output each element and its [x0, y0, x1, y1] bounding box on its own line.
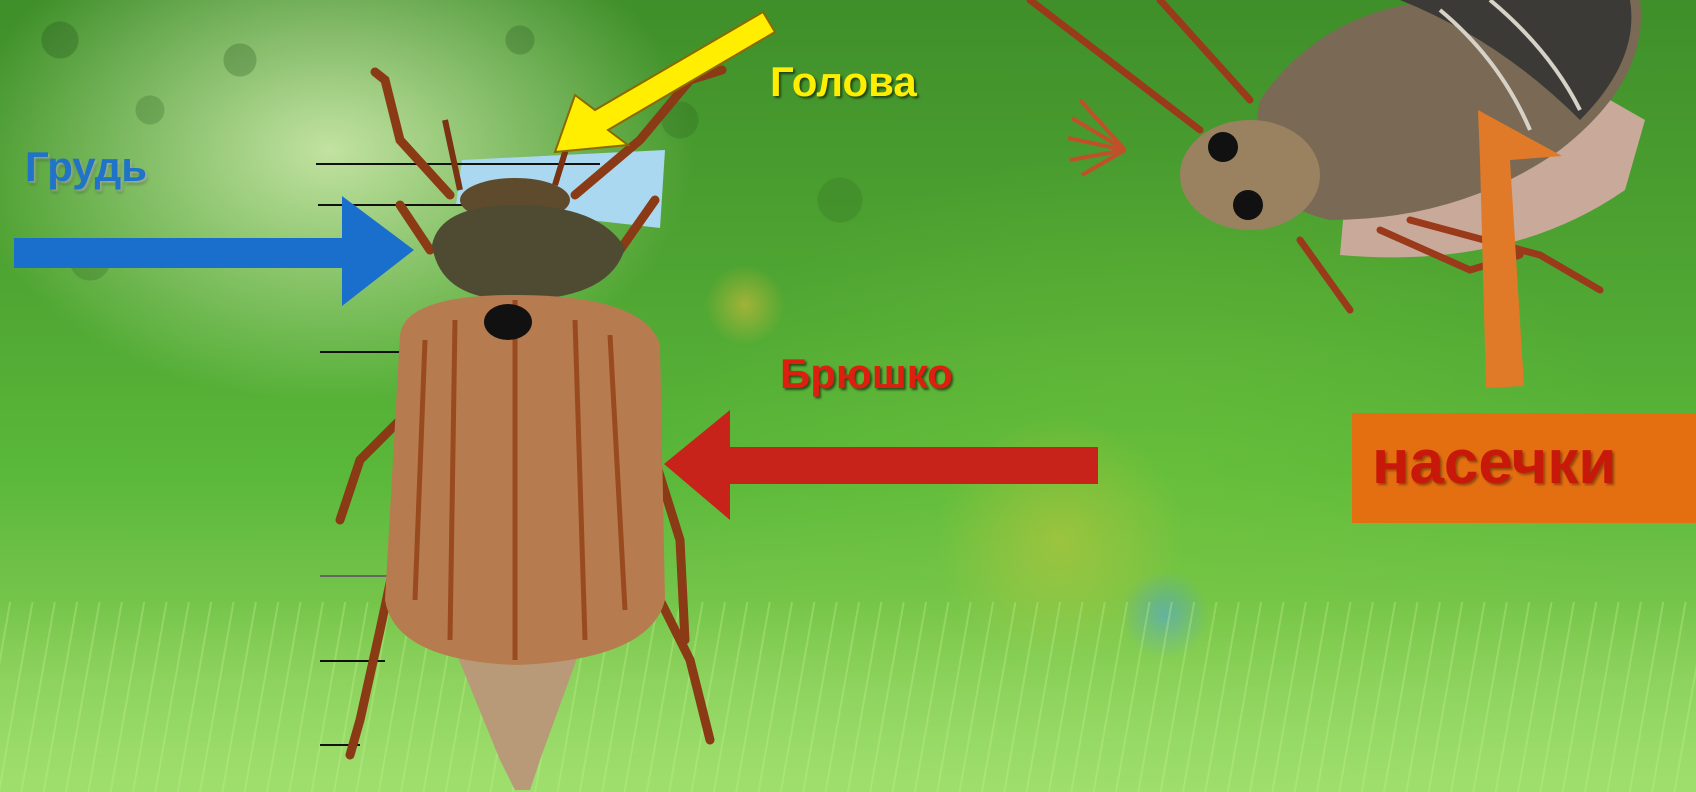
chest-label: Грудь — [25, 143, 147, 191]
abdomen-label: Брюшко — [780, 350, 953, 398]
head-arrow — [555, 12, 775, 152]
abdomen-arrow — [664, 410, 1098, 520]
chest-arrow — [14, 196, 414, 306]
head-label: Голова — [770, 58, 917, 106]
notches-label-box: насечки — [1352, 413, 1696, 523]
notches-label: насечки — [1372, 427, 1617, 498]
